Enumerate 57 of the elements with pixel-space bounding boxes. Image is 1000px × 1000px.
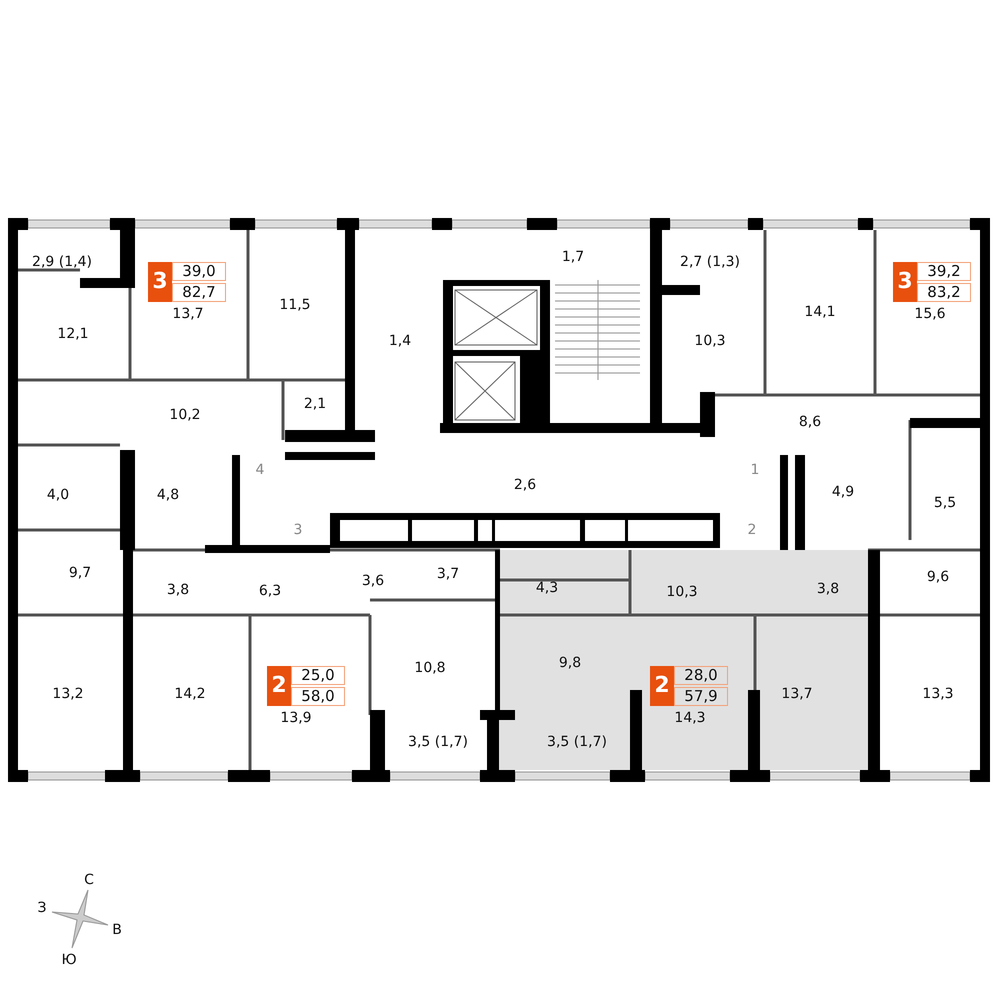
room-area: 3,8 (166, 583, 190, 597)
compass-letter: Ю (61, 953, 77, 967)
area-value: 25,0 (291, 666, 345, 685)
room-area: 12,1 (57, 327, 89, 341)
compass-letter: В (112, 923, 122, 937)
room-count-badge: 2 (650, 666, 674, 706)
compass-letter: З (38, 901, 46, 915)
room-area: 13,2 (52, 687, 84, 701)
room-area: 13,9 (280, 711, 312, 725)
area-value: 83,2 (917, 283, 971, 302)
area-value: 39,0 (172, 262, 226, 281)
room-area: 9,7 (68, 566, 92, 580)
room-area: 10,8 (414, 661, 446, 675)
door-number: 4 (256, 463, 264, 477)
room-area: 3,5 (1,7) (547, 735, 607, 749)
room-area: 5,5 (934, 496, 956, 510)
room-area: 8,6 (798, 415, 822, 429)
area-value: 57,9 (674, 687, 728, 706)
room-area: 3,5 (1,7) (408, 735, 468, 749)
room-area: 4,9 (832, 485, 854, 499)
door-number: 2 (748, 523, 756, 537)
door-number: 3 (294, 523, 302, 537)
room-count-badge: 3 (893, 262, 917, 302)
room-area: 6,3 (258, 584, 282, 598)
room-area: 13,7 (781, 687, 813, 701)
room-area: 2,9 (1,4) (32, 255, 92, 269)
area-value: 58,0 (291, 687, 345, 706)
room-area: 3,8 (816, 582, 840, 596)
room-area: 1,4 (388, 334, 412, 348)
room-area: 4,8 (156, 488, 180, 502)
area-value: 82,7 (172, 283, 226, 302)
room-area: 4,3 (536, 581, 558, 595)
room-area: 13,7 (172, 307, 204, 321)
area-value: 39,2 (917, 262, 971, 281)
compass-letter: С (84, 873, 94, 887)
room-count-badge: 2 (267, 666, 291, 706)
room-area: 4,0 (46, 488, 70, 502)
room-area: 3,6 (362, 574, 384, 588)
room-area: 10,2 (169, 408, 201, 422)
room-area: 3,7 (436, 567, 460, 581)
room-area: 14,1 (804, 305, 836, 319)
room-area: 10,3 (694, 334, 726, 348)
room-area: 2,1 (304, 397, 326, 411)
room-area: 14,3 (674, 711, 706, 725)
area-value: 28,0 (674, 666, 728, 685)
room-area: 14,2 (174, 687, 206, 701)
room-area: 11,5 (279, 298, 311, 312)
room-area: 15,6 (914, 307, 946, 321)
room-area: 9,8 (558, 656, 582, 670)
room-count-badge: 3 (148, 262, 172, 302)
room-area: 2,7 (1,3) (680, 255, 740, 269)
room-area: 9,6 (926, 570, 950, 584)
room-area: 10,3 (666, 585, 698, 599)
room-area: 2,6 (514, 478, 536, 492)
room-area: 1,7 (562, 250, 584, 264)
room-area: 13,3 (922, 687, 954, 701)
door-number: 1 (750, 463, 760, 477)
